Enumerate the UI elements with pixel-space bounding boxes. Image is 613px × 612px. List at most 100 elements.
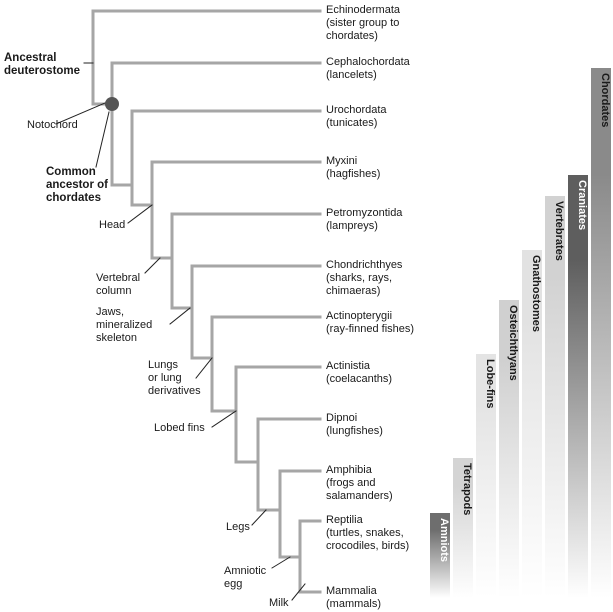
taxon-common-name: (tunicates) — [326, 117, 378, 129]
clade-label: Lobe-fins — [484, 359, 496, 409]
label-line: Lungs — [148, 359, 178, 371]
label-line: Amniotic — [224, 565, 267, 577]
label-line: Head — [99, 219, 126, 231]
taxon-name: Myxini — [326, 155, 358, 167]
taxon-name: Petromyzontida — [326, 207, 403, 219]
taxon-name: Actinopterygii — [326, 310, 393, 322]
clade-label: Craniates — [576, 180, 588, 231]
label-line: or lung — [148, 372, 182, 384]
taxon-actinistia: Actinistia (coelacanths) — [326, 360, 392, 386]
label-line: mineralized — [96, 319, 153, 331]
pointer-vertebral-column — [144, 257, 161, 274]
clade-bar-amniots: Amniots — [430, 513, 450, 598]
taxon-echinodermata: Echinodermata (sister group to chordates… — [326, 4, 400, 43]
pointer-lobed-fins — [211, 410, 237, 428]
taxon-common-name: chordates) — [326, 30, 378, 42]
taxon-common-name: (sister group to — [326, 17, 400, 29]
taxon-name: Urochordata — [326, 104, 387, 116]
taxon-common-name: (frogs and — [326, 477, 376, 489]
label-line: chordates — [46, 192, 101, 204]
clade-bar-lobe-fins: Lobe-fins — [476, 354, 496, 598]
ancestral-deuterostome-label: Ancestral deuterostome — [4, 52, 80, 78]
label-line: Legs — [226, 521, 250, 533]
taxon-actinopterygii: Actinopterygii (ray-finned fishes) — [326, 310, 414, 336]
label-line: Milk — [269, 597, 289, 609]
taxon-chondrichthyes: Chondrichthyes (sharks, rays, chimaeras) — [326, 259, 402, 298]
pointer-milk — [291, 583, 306, 601]
pointer-legs — [251, 509, 267, 526]
trait-jaws-skeleton: Jaws, mineralized skeleton — [96, 306, 152, 345]
trait-lobed-fins: Lobed fins — [154, 422, 205, 435]
label-line: column — [96, 285, 132, 297]
taxon-name: Dipnoi — [326, 412, 358, 424]
taxon-petromyzontida: Petromyzontida (lampreys) — [326, 207, 402, 233]
label-line: Common — [46, 166, 96, 178]
clade-label: Gnathostomes — [530, 255, 542, 333]
taxon-reptilia: Reptilia (turtles, snakes, crocodiles, b… — [326, 514, 409, 553]
taxon-mammalia: Mammalia (mammals) — [326, 585, 381, 611]
taxon-amphibia: Amphibia (frogs and salamanders) — [326, 464, 393, 503]
taxon-name: Actinistia — [326, 360, 371, 372]
label-line: Jaws, — [96, 306, 125, 318]
taxon-common-name: (sharks, rays, — [326, 272, 393, 284]
taxon-common-name: crocodiles, birds) — [326, 540, 410, 552]
taxon-common-name: (lungfishes) — [326, 425, 383, 437]
taxon-common-name: (coelacanths) — [326, 373, 393, 385]
trait-vertebral-column: Vertebral column — [96, 272, 140, 298]
label-line: ancestor of — [46, 179, 108, 191]
clade-bar-vertebrates: Vertebrates — [545, 196, 565, 598]
taxon-myxini: Myxini (hagfishes) — [326, 155, 380, 181]
common-ancestor-label: Common ancestor of chordates — [46, 166, 108, 205]
label-line: Ancestral — [4, 52, 57, 64]
taxon-common-name: (ray-finned fishes) — [326, 323, 415, 335]
clade-label: Chordates — [599, 73, 611, 128]
pointer-amniotic-egg — [271, 556, 291, 569]
label-line: Vertebral — [96, 272, 141, 284]
clade-bar-tetrapods: Tetrapods — [453, 458, 473, 598]
taxon-name: Echinodermata — [326, 4, 400, 16]
taxon-common-name: (lampreys) — [326, 220, 378, 232]
label-line: egg — [224, 578, 243, 590]
label-line: Notochord — [27, 119, 78, 131]
taxon-urochordata: Urochordata (tunicates) — [326, 104, 387, 130]
label-line: derivatives — [148, 385, 201, 397]
clade-label: Amniots — [438, 518, 450, 562]
clade-bar-craniates: Craniates — [568, 175, 588, 598]
taxon-common-name: (lancelets) — [326, 69, 377, 81]
taxon-common-name: chimaeras) — [326, 285, 381, 297]
taxon-cephalochordata: Cephalochordata (lancelets) — [326, 56, 410, 82]
pointer-head — [127, 204, 153, 224]
clade-label: Tetrapods — [461, 463, 473, 516]
trait-milk: Milk — [269, 597, 289, 610]
taxon-name: Reptilia — [326, 514, 363, 526]
clade-bar-gnathostomes: Gnathostomes — [522, 250, 542, 598]
taxon-dipnoi: Dipnoi (lungfishes) — [326, 412, 383, 438]
label-line: Lobed fins — [154, 422, 205, 434]
taxon-common-name: (mammals) — [326, 598, 381, 610]
label-line: skeleton — [96, 332, 137, 344]
taxon-name: Chondrichthyes — [326, 259, 403, 271]
pointer-common-ancestor — [95, 111, 110, 168]
taxon-common-name: (turtles, snakes, — [326, 527, 404, 539]
common-ancestor-node — [105, 97, 119, 111]
label-line: deuterostome — [4, 65, 81, 77]
pointer-notochord — [55, 99, 113, 125]
pointer-lungs — [195, 357, 213, 379]
taxon-common-name: salamanders) — [326, 490, 393, 502]
trait-notochord: Notochord — [27, 119, 78, 132]
taxon-name: Cephalochordata — [326, 56, 410, 68]
taxon-name: Mammalia — [326, 585, 377, 597]
clade-bar-chordates: Chordates — [591, 68, 611, 598]
trait-legs: Legs — [226, 521, 250, 534]
trait-amniotic-egg: Amniotic egg — [224, 565, 266, 591]
clade-label: Vertebrates — [553, 201, 565, 261]
clade-label: Osteichthyans — [507, 305, 519, 381]
taxon-name: Amphibia — [326, 464, 372, 476]
taxon-common-name: (hagfishes) — [326, 168, 381, 180]
trait-lungs: Lungs or lung derivatives — [148, 359, 201, 398]
pointer-jaws — [169, 307, 191, 325]
clade-bar-osteichthyans: Osteichthyans — [499, 300, 519, 598]
trait-head: Head — [99, 219, 125, 232]
